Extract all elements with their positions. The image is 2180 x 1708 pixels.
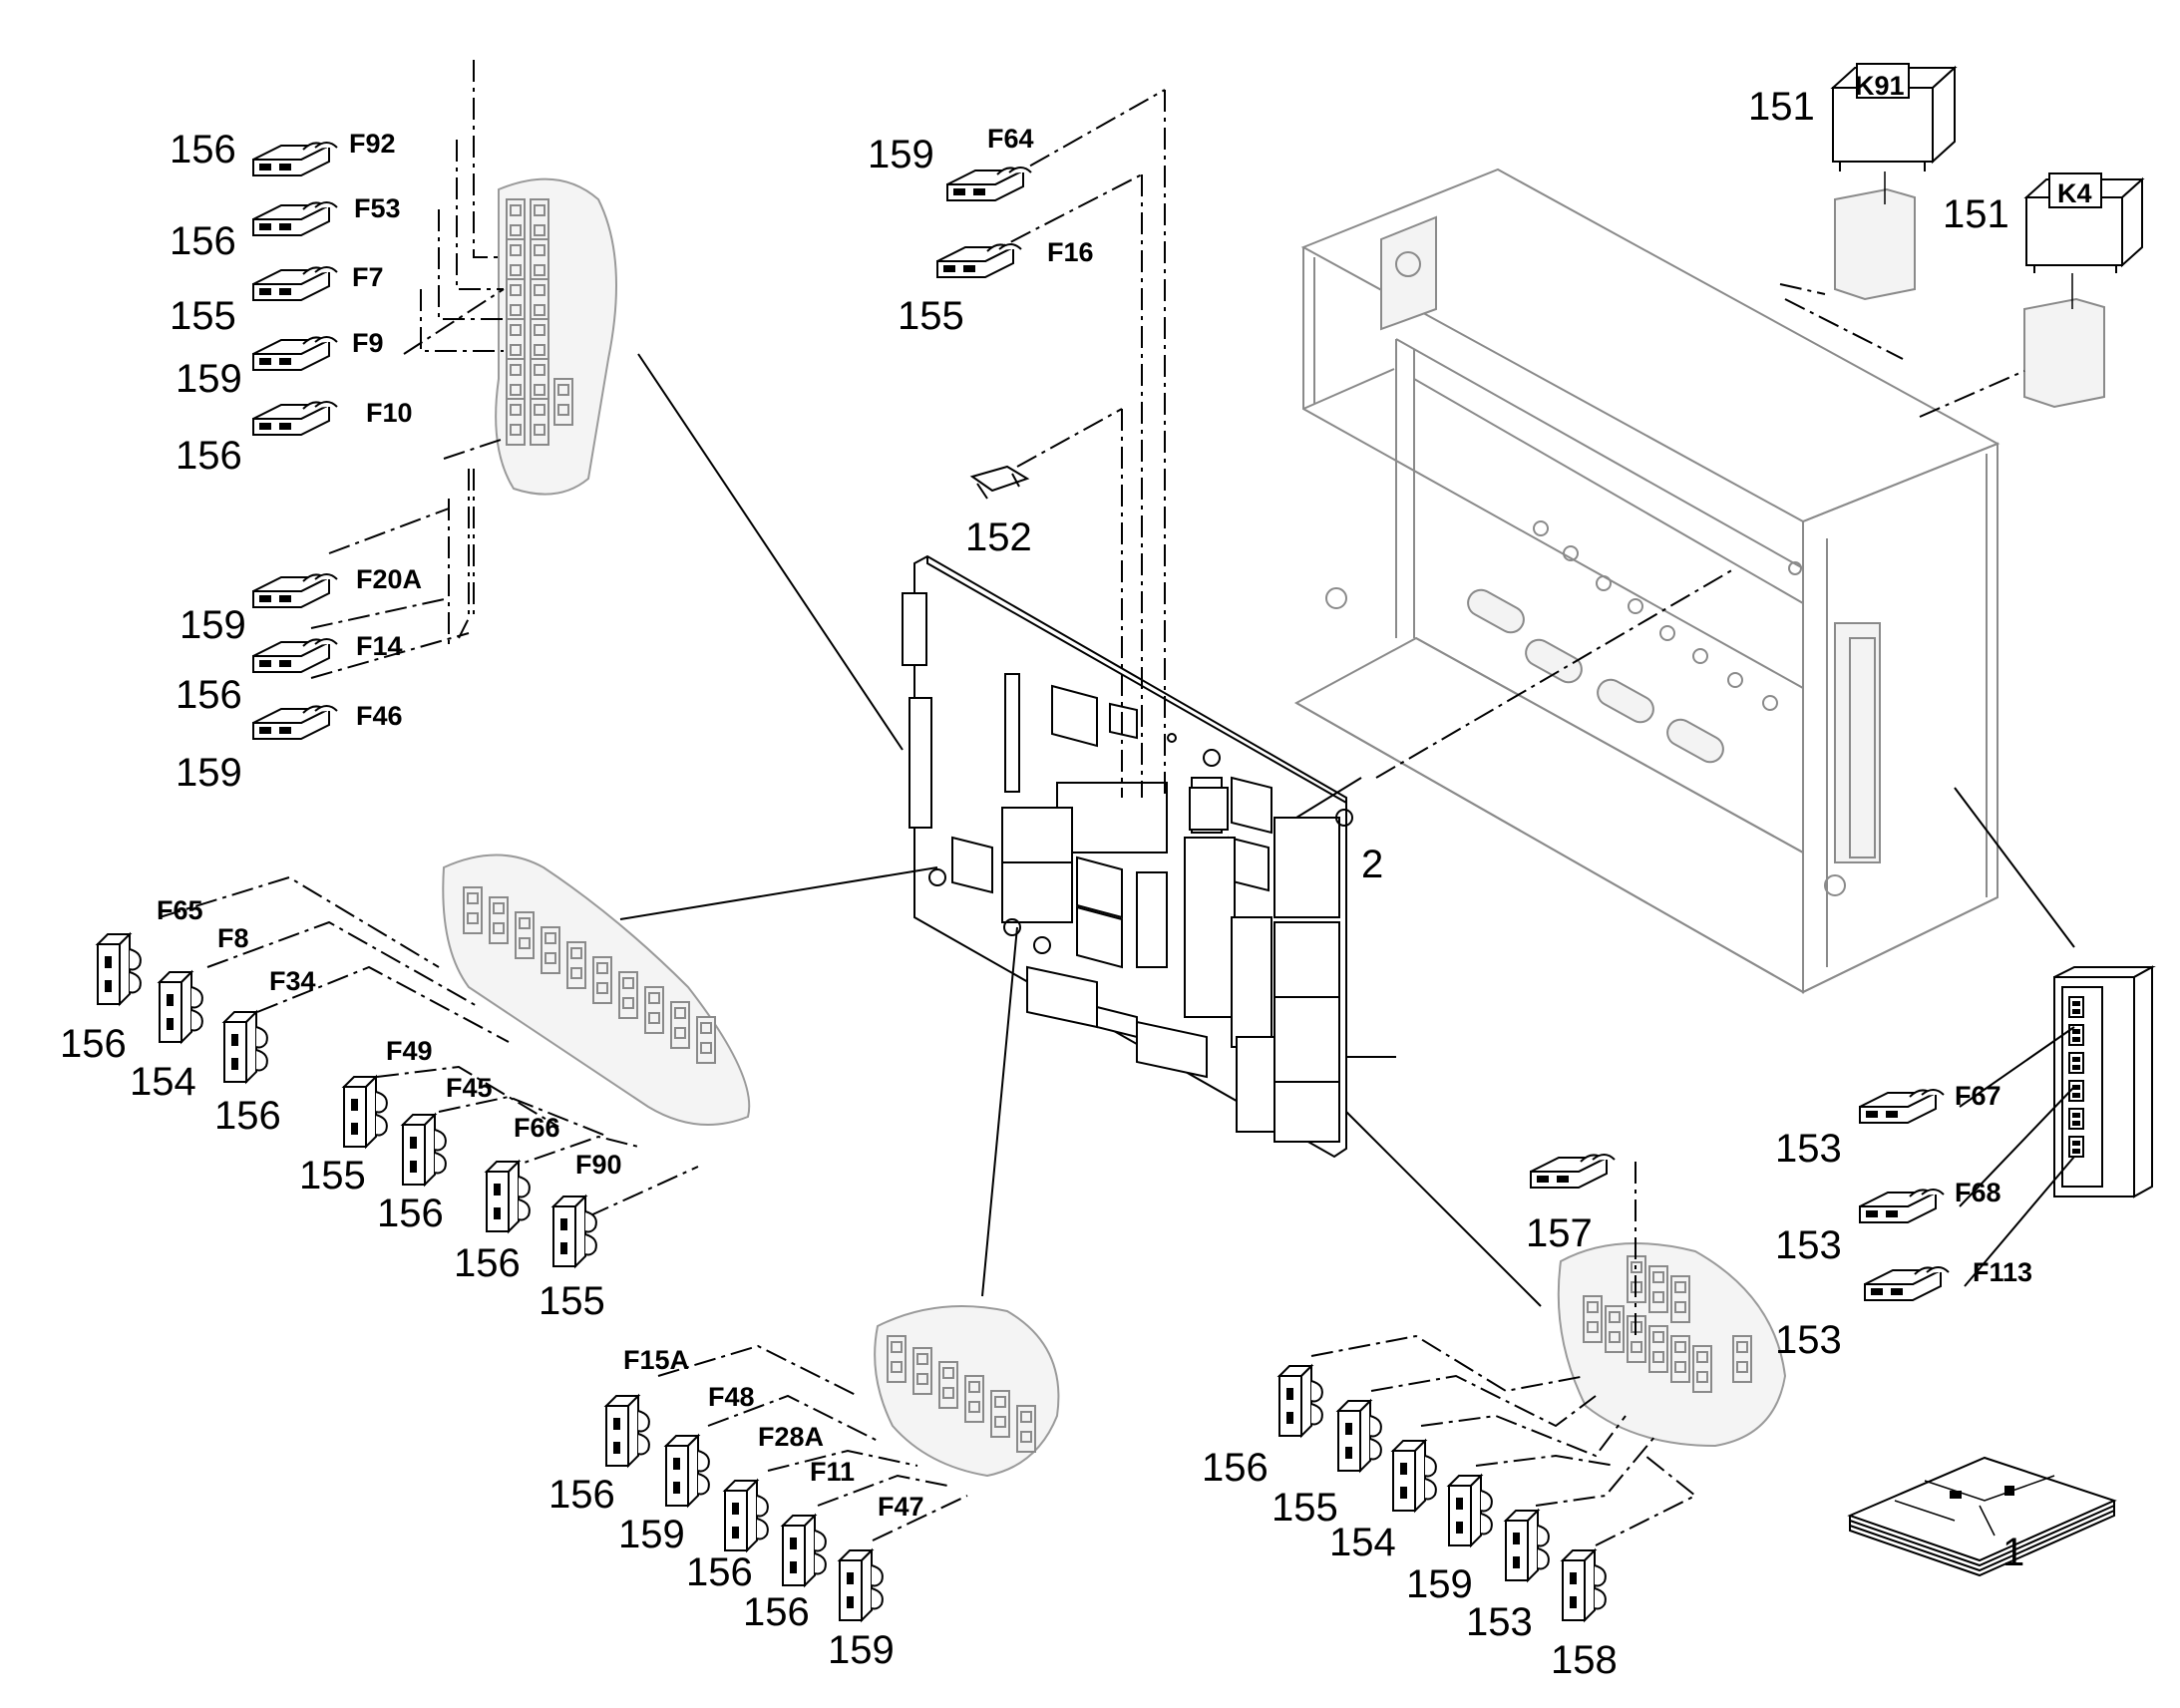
label-152: 152 xyxy=(965,515,1032,559)
ref-f15a: F15A xyxy=(623,1345,689,1375)
fuse-block-middle-left xyxy=(442,854,751,1126)
label-156: 156 xyxy=(176,434,242,478)
label-156: 156 xyxy=(176,673,242,717)
relay-k91 xyxy=(1779,63,1958,360)
label-156: 156 xyxy=(377,1192,444,1235)
fuse-block-bottom-right xyxy=(1557,1242,1787,1448)
label-159: 159 xyxy=(1406,1562,1473,1606)
part-numbers: 156 156 155 159 156 159 156 159 159 155 … xyxy=(60,85,2024,1682)
ref-f65: F65 xyxy=(157,895,203,925)
label-1: 1 xyxy=(2002,1531,2024,1574)
label-156: 156 xyxy=(170,219,236,263)
label-156: 156 xyxy=(548,1473,615,1517)
ref-f16: F16 xyxy=(1047,237,1094,267)
ref-f45: F45 xyxy=(446,1073,493,1103)
label-153: 153 xyxy=(1775,1223,1842,1267)
ref-f9: F9 xyxy=(352,328,384,358)
label-156: 156 xyxy=(743,1590,810,1634)
ref-f67: F67 xyxy=(1955,1081,2001,1111)
label-153: 153 xyxy=(1775,1127,1842,1171)
fuse-block-top-left xyxy=(495,177,617,496)
label-155: 155 xyxy=(170,294,236,338)
ref-f14: F14 xyxy=(356,631,403,661)
ref-f47: F47 xyxy=(878,1492,924,1522)
label-159: 159 xyxy=(828,1628,895,1672)
label-155: 155 xyxy=(539,1279,605,1323)
ref-f68: F68 xyxy=(1955,1178,2001,1207)
ref-k4: K4 xyxy=(2057,178,2092,208)
label-156: 156 xyxy=(214,1094,281,1138)
label-156: 156 xyxy=(686,1550,753,1594)
relay-k4 xyxy=(1919,172,2145,418)
ref-f53: F53 xyxy=(354,193,401,223)
ref-f34: F34 xyxy=(269,966,316,996)
label-157: 157 xyxy=(1526,1211,1593,1255)
manual-booklet xyxy=(1847,1456,2117,1577)
enclosure-box xyxy=(1293,168,2000,994)
label-159: 159 xyxy=(176,357,242,401)
label-159: 159 xyxy=(180,603,246,647)
label-153: 153 xyxy=(1466,1600,1533,1644)
ref-f64: F64 xyxy=(987,124,1034,154)
ref-f66: F66 xyxy=(514,1113,560,1143)
label-151: 151 xyxy=(1943,192,2009,236)
ref-f28a: F28A xyxy=(758,1422,824,1452)
ref-f10: F10 xyxy=(366,398,413,428)
ref-f90: F90 xyxy=(575,1150,622,1180)
label-151: 151 xyxy=(1748,85,1815,129)
ref-f46: F46 xyxy=(356,701,403,731)
label-154: 154 xyxy=(130,1060,196,1104)
circuit-board xyxy=(902,554,1353,1159)
ref-f20a: F20A xyxy=(356,564,422,594)
ref-f113: F113 xyxy=(1973,1257,2032,1287)
ref-k91: K91 xyxy=(1855,71,1905,101)
label-154: 154 xyxy=(1329,1521,1396,1564)
ref-f49: F49 xyxy=(386,1036,433,1066)
ref-f48: F48 xyxy=(708,1382,755,1412)
label-156: 156 xyxy=(170,128,236,171)
side-fuse-holder xyxy=(2053,965,2156,1198)
label-2: 2 xyxy=(1361,843,1383,886)
label-156: 156 xyxy=(454,1241,521,1285)
ref-f8: F8 xyxy=(217,923,249,953)
label-159: 159 xyxy=(176,751,242,795)
label-153: 153 xyxy=(1775,1318,1842,1362)
label-158: 158 xyxy=(1551,1638,1618,1682)
leader-lines xyxy=(159,60,2075,1546)
ref-f11: F11 xyxy=(810,1457,855,1487)
fuse-block-bottom-middle xyxy=(874,1305,1060,1478)
fuses xyxy=(97,142,1950,1621)
label-156: 156 xyxy=(1202,1446,1269,1490)
label-156: 156 xyxy=(60,1022,127,1066)
label-159: 159 xyxy=(618,1513,685,1556)
ref-f7: F7 xyxy=(352,262,384,292)
reference-designators: K91 K4 F92 F53 F7 F9 F10 F20A F14 F46 F6… xyxy=(157,71,2092,1522)
label-155: 155 xyxy=(898,294,964,338)
label-155: 155 xyxy=(299,1154,366,1197)
ref-f92: F92 xyxy=(349,129,396,159)
label-155: 155 xyxy=(1272,1486,1338,1530)
label-159: 159 xyxy=(868,133,934,176)
